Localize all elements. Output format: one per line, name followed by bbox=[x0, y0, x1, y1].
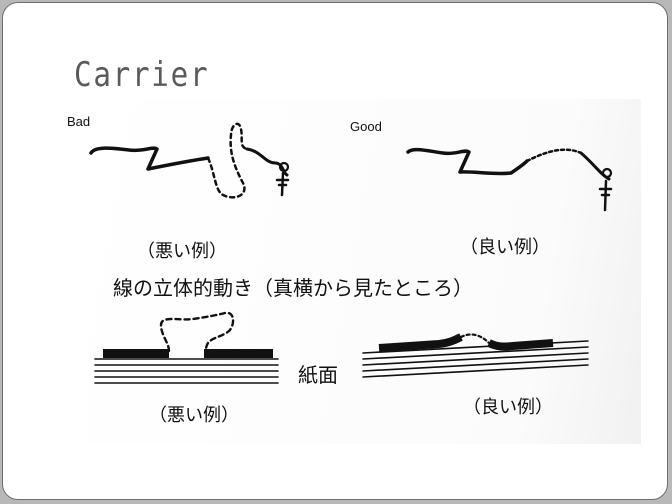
paper-label: 紙面 bbox=[298, 363, 338, 387]
side-view-heading: 線の立体的動き（真横から見たところ） bbox=[113, 276, 473, 300]
bad-label: Bad bbox=[67, 114, 91, 129]
caption-bad-bottom: （悪い例） bbox=[149, 405, 239, 426]
illustrations bbox=[89, 122, 613, 384]
photo-background bbox=[88, 99, 641, 444]
caption-good-top: （良い例） bbox=[460, 237, 550, 258]
good-side-view bbox=[362, 333, 589, 378]
slide: Carrier Bad Good bbox=[2, 2, 668, 500]
caption-good-bottom: （良い例） bbox=[463, 397, 553, 418]
bad-side-view bbox=[94, 311, 279, 384]
good-label: Good bbox=[350, 119, 382, 134]
slide-title: Carrier bbox=[74, 55, 210, 95]
good-stroke-drawing bbox=[406, 147, 613, 212]
bad-stroke-drawing bbox=[89, 122, 290, 199]
caption-bad-top: （悪い例） bbox=[137, 241, 227, 262]
